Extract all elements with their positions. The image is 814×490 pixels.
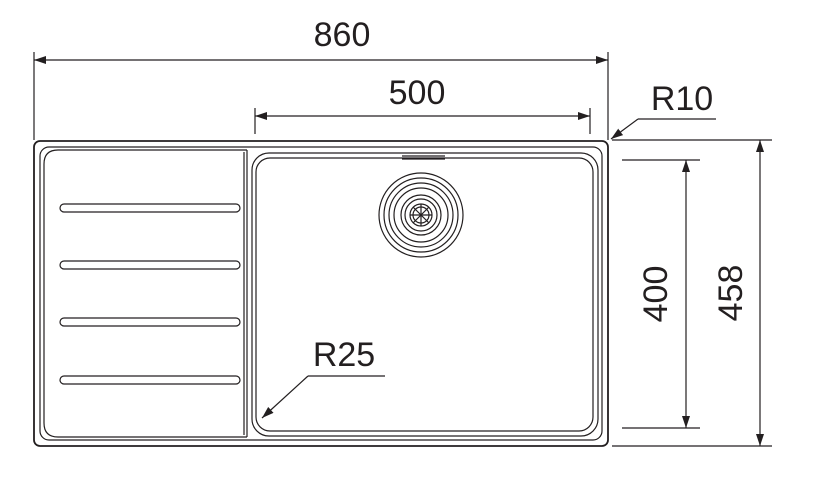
overall-height-dimension: 458 bbox=[612, 139, 772, 447]
drain-icon bbox=[378, 172, 464, 258]
bowl-height-label: 400 bbox=[637, 266, 675, 323]
overall-width-label: 860 bbox=[314, 16, 371, 54]
bowl-width-label: 500 bbox=[389, 74, 446, 112]
bowl-radius-callout: R25 bbox=[261, 336, 385, 419]
bowl-width-dimension: 500 bbox=[254, 74, 591, 134]
drainer-groove bbox=[59, 375, 241, 385]
bowl-height-dimension: 400 bbox=[622, 159, 700, 429]
sink-body bbox=[33, 140, 609, 447]
drainer-groove bbox=[59, 203, 241, 213]
drainer-area bbox=[43, 149, 248, 438]
drainer-groove bbox=[59, 260, 241, 270]
drainer-groove bbox=[59, 317, 241, 327]
overall-width-dimension: 860 bbox=[33, 16, 609, 140]
outer-radius-callout: R10 bbox=[610, 80, 716, 140]
overall-height-label: 458 bbox=[712, 265, 750, 322]
bowl bbox=[251, 152, 599, 437]
outer-radius-label: R10 bbox=[651, 80, 713, 118]
bowl-radius-label: R25 bbox=[313, 336, 375, 374]
